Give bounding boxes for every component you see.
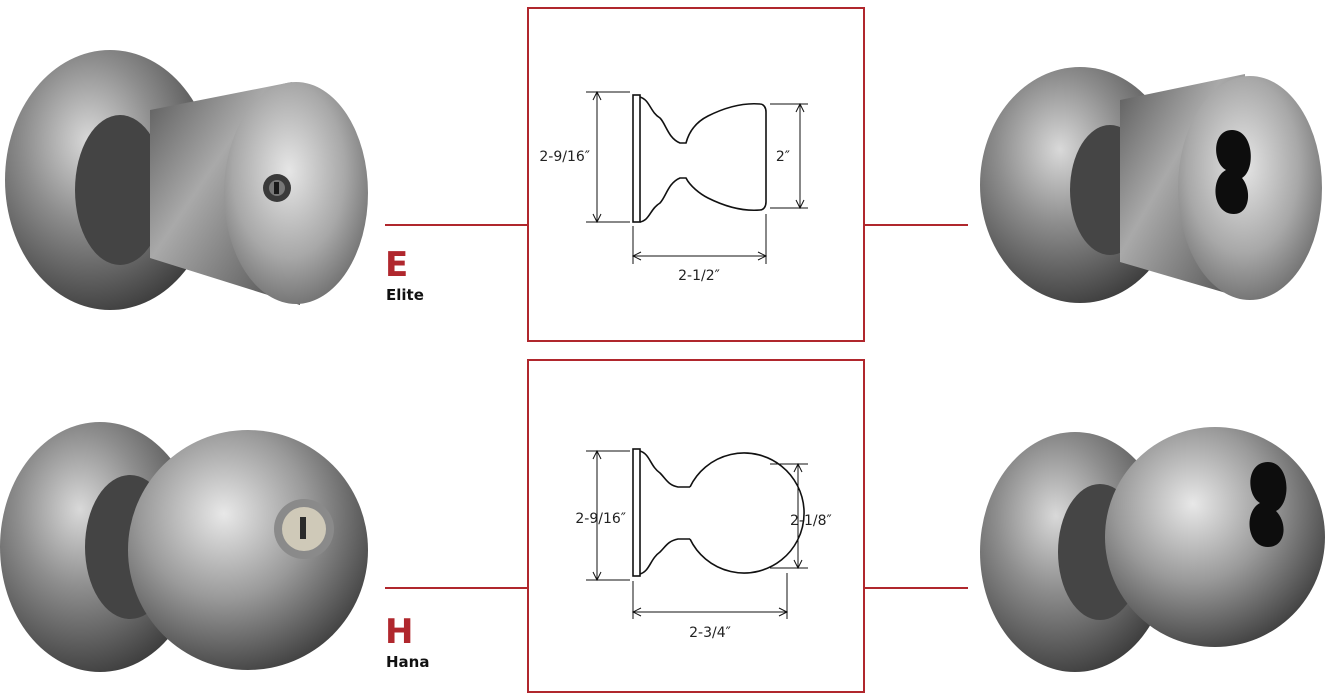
model-letter: E [385, 245, 409, 285]
model-name: Hana [386, 653, 430, 671]
rose-height-label: 2-9/16″ [539, 149, 590, 165]
ball-neck-upper [639, 450, 690, 488]
ic-core-tapered-knob-photo [980, 67, 1322, 303]
tapered-knob-outline [639, 96, 767, 223]
dimension-diagram-box [527, 7, 865, 342]
figure-eight-core-icon [1215, 130, 1251, 214]
elite-knob-drawing [586, 90, 808, 264]
hana-illustration: 2-9/16″ 2-1/8″ 2-3/4″ [0, 359, 1325, 693]
hana-knob-drawing [586, 448, 808, 619]
model-letter: H [385, 612, 414, 652]
elite-illustration: 2-9/16″ 2″ 2-1/2″ [5, 7, 1322, 342]
rose-outline [632, 448, 641, 577]
keyed-ball-knob-photo [0, 422, 368, 672]
knob-height-label: 2-1/8″ [790, 513, 832, 529]
projection-label: 2-1/2″ [678, 268, 720, 284]
model-name: Elite [386, 286, 424, 304]
keyed-tapered-knob-photo [5, 50, 368, 310]
projection-label: 2-3/4″ [689, 625, 731, 641]
ball-knob-outline [689, 452, 805, 574]
model-row-elite: 2-9/16″ 2″ 2-1/2″ E Elite [0, 0, 1329, 346]
dimension-diagram-box [527, 359, 865, 693]
ball-neck-lower [639, 538, 690, 575]
knob-height-label: 2″ [776, 149, 790, 165]
figure-eight-core-icon [1249, 462, 1287, 547]
rose-height-label: 2-9/16″ [575, 511, 626, 527]
model-row-hana: 2-9/16″ 2-1/8″ 2-3/4″ H Hana [0, 347, 1329, 693]
ic-core-ball-knob-photo [980, 427, 1325, 672]
rose-outline [632, 94, 641, 223]
